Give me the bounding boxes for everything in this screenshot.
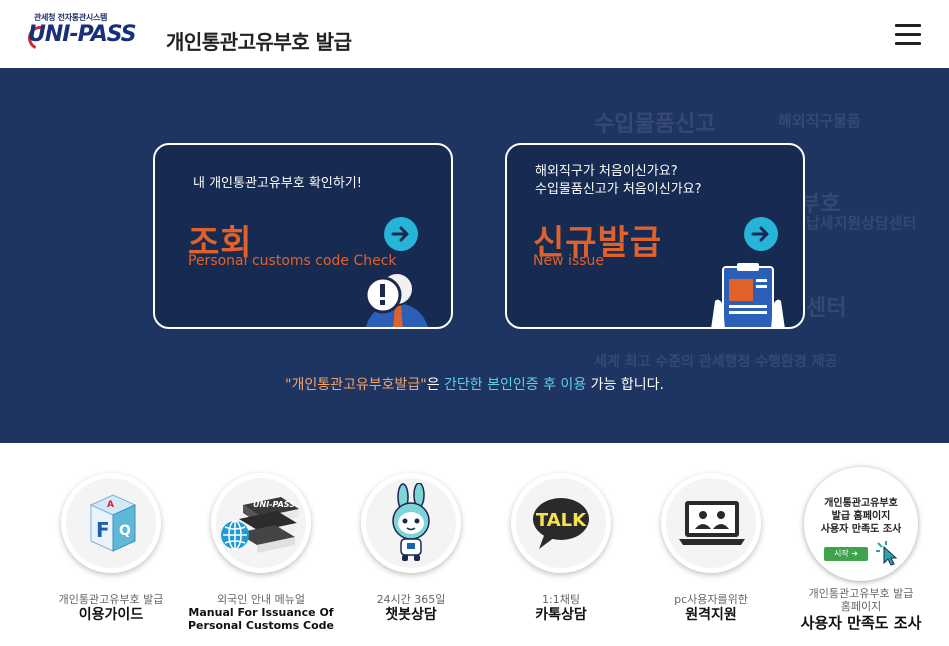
guide-icon: F Q A xyxy=(89,494,137,552)
issue-subtitle: New issue xyxy=(533,253,604,269)
background-word: 부호 xyxy=(800,192,841,217)
service-label: 원격지원 xyxy=(685,607,737,623)
notice-service-name: "개인통관고유부호발급" xyxy=(285,377,427,393)
site-title[interactable]: 개인통관고유부호 발급 xyxy=(166,30,352,54)
lookup-intro: 내 개인통관고유부호 확인하기! xyxy=(193,176,362,191)
manual-books-icon: UNI-PASS xyxy=(221,497,299,553)
notice-text: 가능 합니다. xyxy=(586,377,664,393)
survey-text-line3: 사용자 만족도 조사 xyxy=(820,524,902,535)
issue-title: 신규발급 xyxy=(533,223,663,263)
notice-text: 은 xyxy=(426,377,445,393)
background-word: 세계 최고 수준의 관세행정 수행환경 제공 xyxy=(594,354,838,370)
service-shortcuts: F Q A 개인통관고유부호 발급 이용가이드 UNI-PASS xyxy=(0,443,949,646)
kakao-talk-icon: TALK xyxy=(533,498,589,549)
service-icon-circle: UNI-PASS xyxy=(211,473,311,573)
svg-text:F: F xyxy=(96,518,110,542)
background-word: 수입물품신고 xyxy=(594,112,716,137)
service-caption-line2: 홈페이지 xyxy=(840,600,882,613)
service-caption-line1: 개인통관고유부호 발급 xyxy=(808,587,914,600)
survey-circle-text: 개인통관고유부호 발급 홈페이지 사용자 만족도 조사 xyxy=(804,497,918,536)
service-kakao-talk[interactable]: TALK 1:1채팅 카톡상담 xyxy=(486,473,636,624)
service-icon-circle: F Q A xyxy=(61,473,161,573)
background-word: 센터 xyxy=(806,296,847,321)
logo-subtitle: 관세청 전자통관시스템 xyxy=(34,13,108,22)
background-word: 납세지원상담센터 xyxy=(806,214,917,232)
unipass-logo[interactable]: 관세청 전자통관시스템 UNI-PASS xyxy=(24,12,160,58)
service-caption: pc사용자를위한 xyxy=(674,593,748,606)
chatbot-icon xyxy=(392,483,430,561)
arrow-right-icon[interactable] xyxy=(744,217,778,251)
lookup-title: 조회 xyxy=(188,223,253,263)
hero-banner: 수입물품신고 해외직구물품 부호 납세지원상담센터 센터 세계 최고 수준의 관… xyxy=(0,68,949,443)
service-label-line1: Manual For Issuance Of xyxy=(188,606,334,619)
service-icon-circle xyxy=(361,473,461,573)
background-word: 해외직구물품 xyxy=(778,112,861,130)
service-caption: 개인통관고유부호 발급 xyxy=(58,593,164,606)
document-clipboard-icon xyxy=(711,263,785,327)
lookup-card[interactable]: 내 개인통관고유부호 확인하기! 조회 Personal customs cod… xyxy=(153,143,453,329)
new-issue-card[interactable]: 해외직구가 처음이신가요? 수입물품신고가 처음이신가요? 신규발급 New i… xyxy=(505,143,805,329)
service-caption: 24시간 365일 xyxy=(376,593,446,606)
lookup-subtitle: Personal customs code Check xyxy=(188,253,397,269)
service-foreigner-manual[interactable]: UNI-PASS 외국인 안내 메뉴얼 Manual For Issuance … xyxy=(186,473,336,632)
service-caption: 외국인 안내 메뉴얼 xyxy=(217,593,305,606)
hero-notice: "개인통관고유부호발급"은 간단한 본인인증 후 이용 가능 합니다. xyxy=(0,374,949,394)
arrow-right-icon[interactable] xyxy=(384,217,418,251)
hamburger-menu-icon[interactable] xyxy=(895,24,921,46)
header: 관세청 전자통관시스템 UNI-PASS 개인통관고유부호 발급 xyxy=(0,0,949,68)
survey-circle: 개인통관고유부호 발급 홈페이지 사용자 만족도 조사 시작 ➜ xyxy=(804,467,918,581)
service-caption: 1:1채팅 xyxy=(542,593,580,606)
magnifier-person-icon xyxy=(356,272,428,327)
service-label-line2: Personal Customs Code xyxy=(188,619,334,632)
survey-text-line2: 발급 홈페이지 xyxy=(831,511,891,522)
svg-text:UNI-PASS: UNI-PASS xyxy=(253,500,295,509)
svg-text:Q: Q xyxy=(119,523,131,539)
survey-text-line1: 개인통관고유부호 xyxy=(824,498,898,509)
service-icon-circle xyxy=(661,473,761,573)
svg-text:A: A xyxy=(107,500,114,510)
service-guide[interactable]: F Q A 개인통관고유부호 발급 이용가이드 xyxy=(36,473,186,624)
service-remote-support[interactable]: pc사용자를위한 원격지원 xyxy=(636,473,786,624)
service-label: 카톡상담 xyxy=(535,607,587,623)
service-label: 챗봇상담 xyxy=(385,607,437,623)
survey-start-button[interactable]: 시작 ➜ xyxy=(824,547,868,561)
survey-start-label: 시작 xyxy=(834,549,849,558)
logo-wordmark: UNI-PASS xyxy=(28,22,137,47)
issue-intro-line1: 해외직구가 처음이신가요? xyxy=(535,164,678,179)
service-satisfaction-survey[interactable]: 개인통관고유부호 발급 홈페이지 사용자 만족도 조사 시작 ➜ 개인통관고유부… xyxy=(786,467,936,633)
service-label: 이용가이드 xyxy=(78,607,144,623)
notice-highlight: 간단한 본인인증 후 이용 xyxy=(444,377,587,393)
service-label: 사용자 만족도 조사 xyxy=(800,614,922,632)
issue-intro-line2: 수입물품신고가 처음이신가요? xyxy=(535,182,702,197)
cursor-click-icon xyxy=(876,541,898,566)
remote-support-icon xyxy=(679,501,745,545)
kakao-talk-badge: TALK xyxy=(536,510,587,531)
service-icon-circle: TALK xyxy=(511,473,611,573)
service-chatbot[interactable]: 24시간 365일 챗봇상담 xyxy=(336,473,486,624)
